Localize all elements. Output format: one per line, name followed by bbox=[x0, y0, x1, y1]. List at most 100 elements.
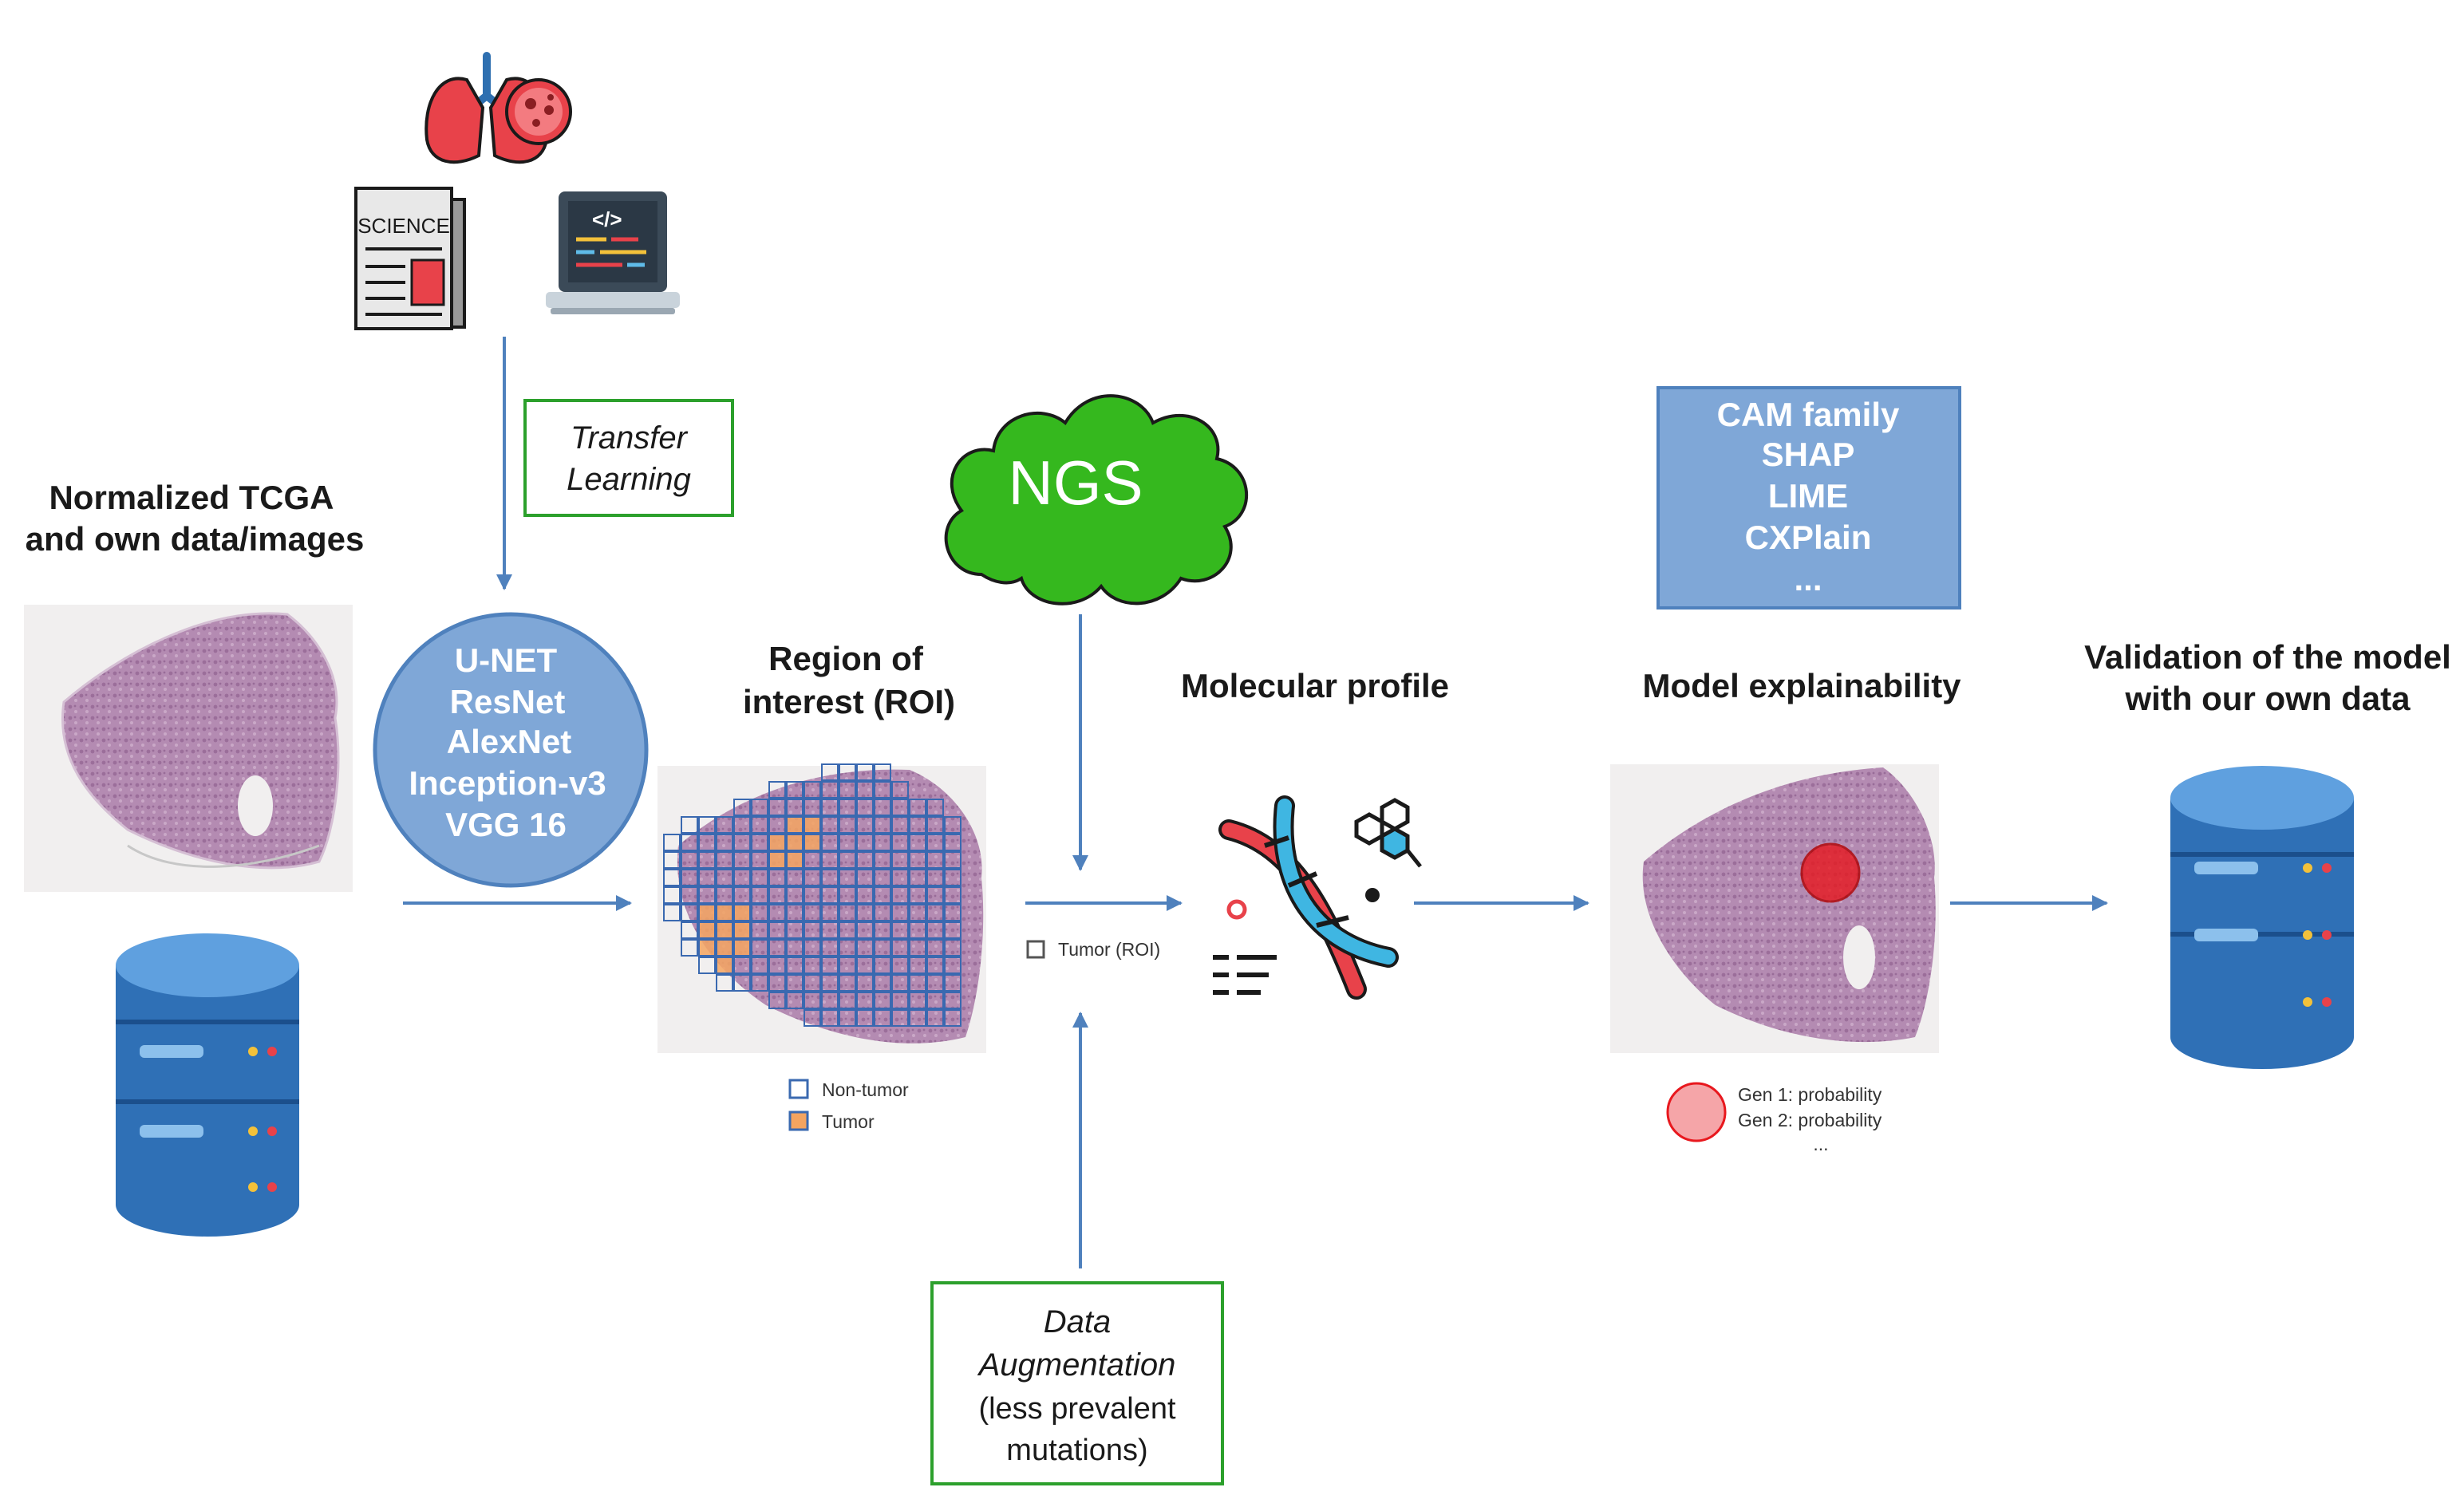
non-tumor-tile bbox=[804, 939, 821, 957]
non-tumor-tile bbox=[681, 886, 698, 904]
non-tumor-tile bbox=[926, 939, 944, 957]
non-tumor-tile bbox=[909, 974, 926, 992]
non-tumor-tile bbox=[681, 904, 698, 921]
tumor-tile bbox=[698, 921, 716, 939]
svg-text:</>: </> bbox=[592, 207, 622, 231]
tumor-tile bbox=[786, 851, 804, 869]
non-tumor-tile bbox=[768, 799, 786, 816]
non-tumor-tile bbox=[891, 816, 909, 834]
input-data-line2: and own data/images bbox=[26, 520, 365, 558]
transfer-learning-line2: Learning bbox=[567, 462, 691, 497]
tumor-tile bbox=[716, 904, 733, 921]
gene-1-label: Gen 1: probability bbox=[1738, 1084, 1882, 1105]
non-tumor-tile bbox=[926, 886, 944, 904]
non-tumor-tile bbox=[926, 992, 944, 1009]
tumor-tile bbox=[733, 904, 751, 921]
model-unet: U-NET bbox=[455, 641, 558, 679]
legend-non-tumor-label: Non-tumor bbox=[822, 1079, 909, 1100]
non-tumor-tile bbox=[681, 921, 698, 939]
non-tumor-tile bbox=[839, 921, 856, 939]
transfer-learning-line1: Transfer bbox=[571, 420, 689, 456]
non-tumor-tile bbox=[909, 957, 926, 974]
data-augmentation-box: Data Augmentation (less prevalent mutati… bbox=[930, 1281, 1224, 1485]
transfer-learning-box: Transfer Learning bbox=[523, 399, 734, 517]
non-tumor-tile bbox=[839, 992, 856, 1009]
non-tumor-tile bbox=[944, 816, 962, 834]
tumor-roi-label: Tumor (ROI) bbox=[1058, 939, 1160, 960]
non-tumor-tile bbox=[821, 1009, 839, 1027]
non-tumor-tile bbox=[821, 957, 839, 974]
non-tumor-tile bbox=[751, 904, 768, 921]
non-tumor-tile bbox=[663, 886, 681, 904]
non-tumor-tile bbox=[839, 957, 856, 974]
non-tumor-tile bbox=[733, 886, 751, 904]
non-tumor-tile bbox=[856, 904, 874, 921]
xai-methods-box: CAM family SHAP LIME CXPlain ... bbox=[1656, 386, 1961, 610]
non-tumor-tile bbox=[856, 939, 874, 957]
non-tumor-tile bbox=[733, 974, 751, 992]
ngs-cloud: NGS bbox=[944, 394, 1249, 606]
non-tumor-tile bbox=[856, 886, 874, 904]
non-tumor-tile bbox=[786, 904, 804, 921]
arrows bbox=[403, 337, 2108, 1268]
gene-legend-swatch bbox=[1666, 1082, 1727, 1142]
non-tumor-tile bbox=[681, 939, 698, 957]
non-tumor-tile bbox=[874, 939, 891, 957]
non-tumor-tile bbox=[944, 974, 962, 992]
non-tumor-tile bbox=[751, 799, 768, 816]
non-tumor-tile bbox=[874, 816, 891, 834]
dna-icon bbox=[1213, 795, 1422, 1000]
roi-tile-image bbox=[657, 763, 986, 1053]
non-tumor-tile bbox=[751, 816, 768, 834]
gene-more-label: ... bbox=[1813, 1134, 1828, 1154]
non-tumor-tile bbox=[839, 851, 856, 869]
non-tumor-tile bbox=[751, 869, 768, 886]
non-tumor-tile bbox=[891, 834, 909, 851]
non-tumor-tile bbox=[716, 886, 733, 904]
non-tumor-tile bbox=[874, 799, 891, 816]
model-vgg16: VGG 16 bbox=[445, 806, 567, 843]
non-tumor-tile bbox=[891, 1009, 909, 1027]
non-tumor-tile bbox=[804, 957, 821, 974]
non-tumor-tile bbox=[698, 851, 716, 869]
non-tumor-tile bbox=[839, 816, 856, 834]
non-tumor-tile bbox=[804, 904, 821, 921]
non-tumor-tile bbox=[874, 921, 891, 939]
non-tumor-tile bbox=[944, 957, 962, 974]
non-tumor-tile bbox=[751, 886, 768, 904]
non-tumor-tile bbox=[663, 904, 681, 921]
non-tumor-tile bbox=[751, 957, 768, 974]
non-tumor-tile bbox=[909, 869, 926, 886]
non-tumor-tile bbox=[874, 904, 891, 921]
non-tumor-tile bbox=[804, 799, 821, 816]
non-tumor-tile bbox=[716, 816, 733, 834]
augmentation-line2: Augmentation bbox=[977, 1347, 1176, 1383]
tumor-tile bbox=[716, 957, 733, 974]
non-tumor-tile bbox=[874, 957, 891, 974]
non-tumor-tile bbox=[874, 834, 891, 851]
non-tumor-tile bbox=[716, 974, 733, 992]
xai-method-more: ... bbox=[1794, 560, 1822, 598]
non-tumor-tile bbox=[874, 851, 891, 869]
non-tumor-tile bbox=[804, 781, 821, 799]
non-tumor-tile bbox=[698, 834, 716, 851]
xai-method-shap: SHAP bbox=[1762, 436, 1855, 473]
non-tumor-tile bbox=[821, 886, 839, 904]
non-tumor-tile bbox=[944, 921, 962, 939]
model-explainability-label: Model explainability bbox=[1642, 667, 1961, 704]
non-tumor-tile bbox=[891, 886, 909, 904]
tumor-tile bbox=[716, 939, 733, 957]
non-tumor-tile bbox=[716, 851, 733, 869]
roi-tile-grid bbox=[663, 763, 962, 1027]
gene-legend: Gen 1: probability Gen 2: probability ..… bbox=[1666, 1082, 1882, 1154]
non-tumor-tile bbox=[839, 904, 856, 921]
non-tumor-tile bbox=[751, 974, 768, 992]
non-tumor-tile bbox=[891, 904, 909, 921]
non-tumor-tile bbox=[733, 869, 751, 886]
non-tumor-tile bbox=[909, 851, 926, 869]
non-tumor-tile bbox=[856, 851, 874, 869]
non-tumor-tile bbox=[909, 921, 926, 939]
non-tumor-tile bbox=[821, 974, 839, 992]
non-tumor-tile bbox=[786, 939, 804, 957]
